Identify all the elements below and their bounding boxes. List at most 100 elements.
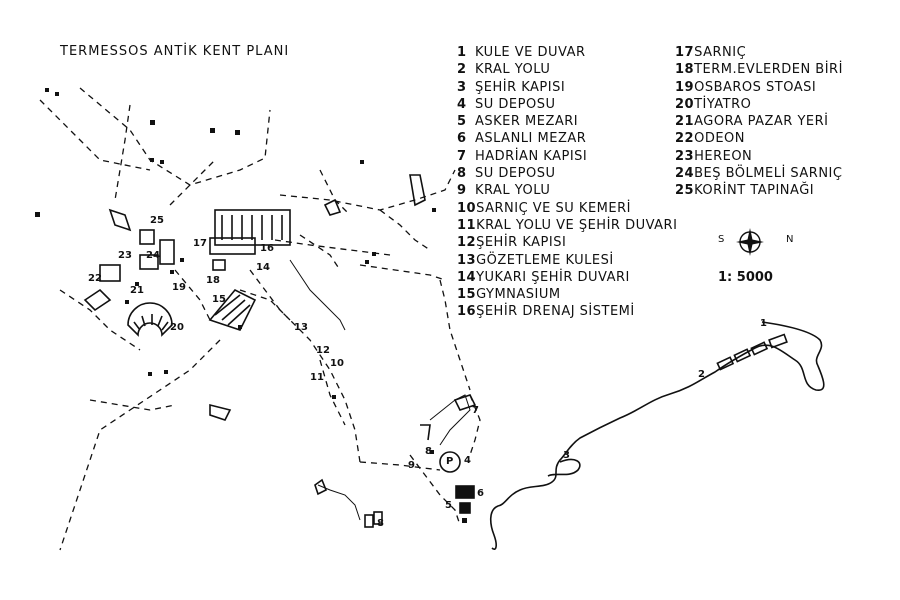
kings-road-path bbox=[489, 321, 825, 551]
legend-item: 18TERM.EVLERDEN BİRİ bbox=[675, 61, 843, 78]
map-label-22: 22 bbox=[88, 273, 102, 284]
path-a bbox=[79, 87, 271, 186]
legend-number: 14 bbox=[457, 269, 477, 285]
house-18 bbox=[212, 259, 226, 271]
map-label-19: 19 bbox=[172, 282, 186, 293]
dot bbox=[462, 518, 467, 523]
legend-label: SARNIÇ bbox=[694, 45, 747, 60]
dot bbox=[332, 395, 336, 399]
dot bbox=[238, 325, 242, 329]
map-label-9: 9 bbox=[408, 460, 415, 471]
legend-number: 17 bbox=[675, 45, 695, 60]
parking-label: P bbox=[446, 456, 454, 467]
path-s bbox=[89, 399, 176, 411]
hadrian-gate bbox=[453, 394, 477, 411]
ruin-8-top bbox=[314, 478, 328, 496]
map-label-8b: 8 bbox=[425, 446, 432, 457]
dot bbox=[148, 372, 152, 376]
legend-label: ASKER MEZARI bbox=[475, 114, 579, 130]
map-label-18: 18 bbox=[206, 275, 220, 286]
legend-item: 12ŞEHİR KAPISI bbox=[457, 234, 677, 251]
trail-7 bbox=[429, 394, 471, 446]
dot bbox=[432, 208, 436, 212]
road-switchback bbox=[547, 458, 581, 477]
legend-label: KORİNT TAPINAĞI bbox=[694, 183, 815, 199]
gymnasium-ruin bbox=[208, 289, 257, 331]
map-label-24: 24 bbox=[146, 250, 160, 261]
map-label-13: 13 bbox=[294, 322, 308, 333]
dot bbox=[135, 282, 139, 286]
path-c bbox=[114, 104, 131, 201]
legend-number: 12 bbox=[457, 235, 477, 251]
tower-wall-1 bbox=[768, 333, 788, 349]
soldier-tomb bbox=[459, 502, 471, 514]
tower-wall-2 bbox=[750, 341, 769, 356]
map-label-1: 1 bbox=[760, 318, 767, 329]
dot bbox=[365, 260, 369, 264]
dot bbox=[160, 160, 164, 164]
legend-label: BEŞ BÖLMELİ SARNIÇ bbox=[694, 166, 843, 182]
path-t bbox=[319, 169, 351, 216]
legend-item: 15GYMNASIUM bbox=[457, 286, 677, 303]
legend-number: 21 bbox=[675, 114, 695, 130]
dot bbox=[180, 258, 184, 262]
dot bbox=[55, 92, 59, 96]
legend-label: ODEON bbox=[694, 131, 746, 147]
dot bbox=[150, 120, 155, 125]
hereon-block bbox=[139, 254, 159, 270]
compass-south-label: S bbox=[718, 234, 725, 245]
path-q bbox=[59, 289, 141, 351]
legend-label: KRAL YOLU bbox=[475, 183, 551, 199]
map-label-25: 25 bbox=[150, 215, 164, 226]
agora-block bbox=[99, 264, 121, 282]
legend-label: GÖZETLEME KULESİ bbox=[476, 252, 614, 268]
path-m bbox=[439, 279, 471, 391]
path-e bbox=[279, 169, 456, 211]
map-label-7: 7 bbox=[472, 405, 479, 416]
legend-number: 22 bbox=[675, 131, 695, 147]
legend-number: 25 bbox=[675, 183, 695, 199]
path-g bbox=[359, 264, 446, 281]
legend-number: 6 bbox=[457, 131, 467, 147]
map-label-14: 14 bbox=[256, 262, 270, 273]
legend-number: 9 bbox=[457, 183, 467, 199]
dot bbox=[372, 252, 376, 256]
tower-wall-4 bbox=[716, 356, 735, 371]
dot bbox=[235, 130, 240, 135]
map-label-15: 15 bbox=[212, 294, 226, 305]
legend-label: OSBAROS STOASI bbox=[694, 79, 817, 95]
ruin-9 bbox=[420, 424, 431, 441]
legend-number: 10 bbox=[457, 200, 477, 216]
legend-number: 20 bbox=[675, 96, 695, 112]
dot bbox=[125, 300, 129, 304]
ruin-north bbox=[323, 198, 342, 216]
dot bbox=[360, 160, 364, 164]
path-l bbox=[359, 461, 441, 471]
legend-number: 16 bbox=[457, 304, 477, 320]
wall-line bbox=[289, 259, 346, 331]
legend-item: 16ŞEHİR DRENAJ SİSTEMİ bbox=[457, 303, 677, 320]
dot bbox=[164, 370, 168, 374]
legend-number: 15 bbox=[457, 287, 477, 303]
ruin-sw bbox=[209, 403, 232, 421]
legend-label: HADRİAN KAPISI bbox=[475, 148, 588, 164]
legend-item: 20TİYATRO bbox=[675, 96, 843, 113]
legend-number: 19 bbox=[675, 79, 695, 95]
legend-item: 10SARNIÇ VE SU KEMERİ bbox=[457, 200, 677, 217]
legend-label: SARNIÇ VE SU KEMERİ bbox=[476, 200, 631, 216]
korint-temple bbox=[139, 229, 155, 245]
legend-item: 24BEŞ BÖLMELİ SARNIÇ bbox=[675, 165, 843, 182]
map-label-23: 23 bbox=[118, 250, 132, 261]
legend-item: 11KRAL YOLU VE ŞEHİR DUVARI bbox=[457, 217, 677, 234]
legend-item: 17SARNIÇ bbox=[675, 44, 843, 61]
path-d bbox=[169, 159, 216, 206]
compass-north-label: N bbox=[786, 234, 794, 245]
